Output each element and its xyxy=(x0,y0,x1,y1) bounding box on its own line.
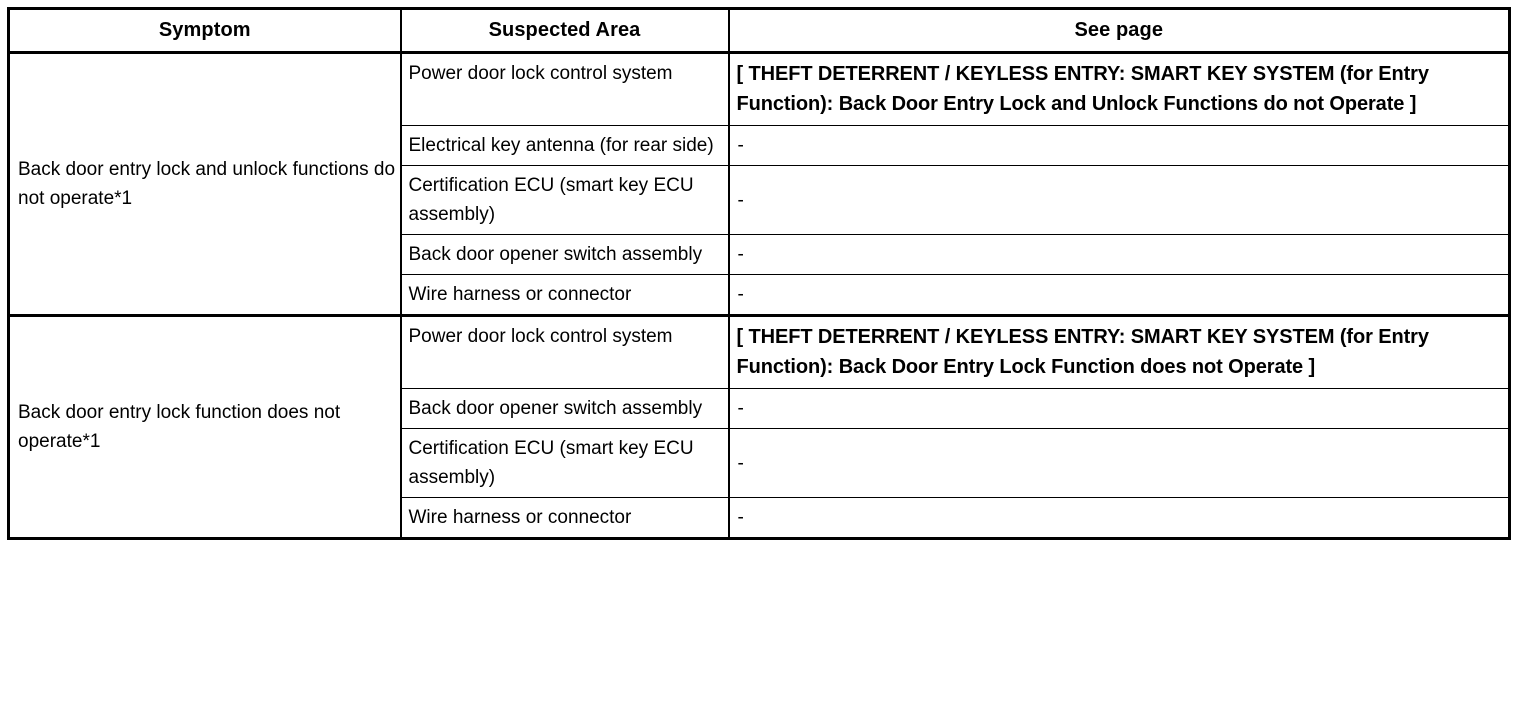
table-header: Symptom Suspected Area See page xyxy=(8,8,1510,54)
table-row: Back door opener switch assembly- xyxy=(9,234,1510,275)
symptom-diagnosis-table: Symptom Suspected Area See page Back doo… xyxy=(7,7,1511,540)
suspected-area-cell: Wire harness or connector xyxy=(400,497,730,539)
table-row: Certification ECU (smart key ECU assembl… xyxy=(9,428,1510,498)
see-page-reference: [ THEFT DETERRENT / KEYLESS ENTRY: SMART… xyxy=(728,52,1510,126)
column-header-symptom: Symptom xyxy=(8,8,402,54)
see-page-dash: - xyxy=(728,388,1510,429)
see-page-dash: - xyxy=(728,125,1510,166)
symptom-cell: Back door entry lock function does not o… xyxy=(8,315,402,539)
table-row: Certification ECU (smart key ECU assembl… xyxy=(9,165,1510,235)
suspected-area-cell: Back door opener switch assembly xyxy=(400,234,730,275)
table-row: Electrical key antenna (for rear side)- xyxy=(9,125,1510,166)
see-page-dash: - xyxy=(728,234,1510,275)
suspected-area-cell: Power door lock control system xyxy=(400,52,730,126)
header-row: Symptom Suspected Area See page xyxy=(8,8,1510,54)
suspected-area-cell: Certification ECU (smart key ECU assembl… xyxy=(400,165,730,235)
suspected-area-cell: Wire harness or connector xyxy=(400,274,730,317)
symptom-cell: Back door entry lock and unlock function… xyxy=(8,52,402,317)
table-body: Back door entry lock and unlock function… xyxy=(8,52,1510,539)
see-page-dash: - xyxy=(728,428,1510,498)
suspected-area-cell: Electrical key antenna (for rear side) xyxy=(400,125,730,166)
see-page-reference: [ THEFT DETERRENT / KEYLESS ENTRY: SMART… xyxy=(728,315,1510,389)
suspected-area-cell: Certification ECU (smart key ECU assembl… xyxy=(400,428,730,498)
table-row: Back door entry lock function does not o… xyxy=(8,315,1510,539)
column-header-suspected-area: Suspected Area xyxy=(400,8,730,54)
suspected-area-cell: Back door opener switch assembly xyxy=(400,388,730,429)
table-row: Back door entry lock and unlock function… xyxy=(8,52,1510,317)
table-row: Wire harness or connector- xyxy=(9,274,1510,317)
see-page-dash: - xyxy=(728,165,1510,235)
see-page-dash: - xyxy=(728,497,1510,539)
table-row: Back door opener switch assembly- xyxy=(9,388,1510,429)
column-header-see-page: See page xyxy=(728,8,1510,54)
see-page-dash: - xyxy=(728,274,1510,317)
table-row: Wire harness or connector- xyxy=(9,497,1510,539)
suspected-area-cell: Power door lock control system xyxy=(400,315,730,389)
